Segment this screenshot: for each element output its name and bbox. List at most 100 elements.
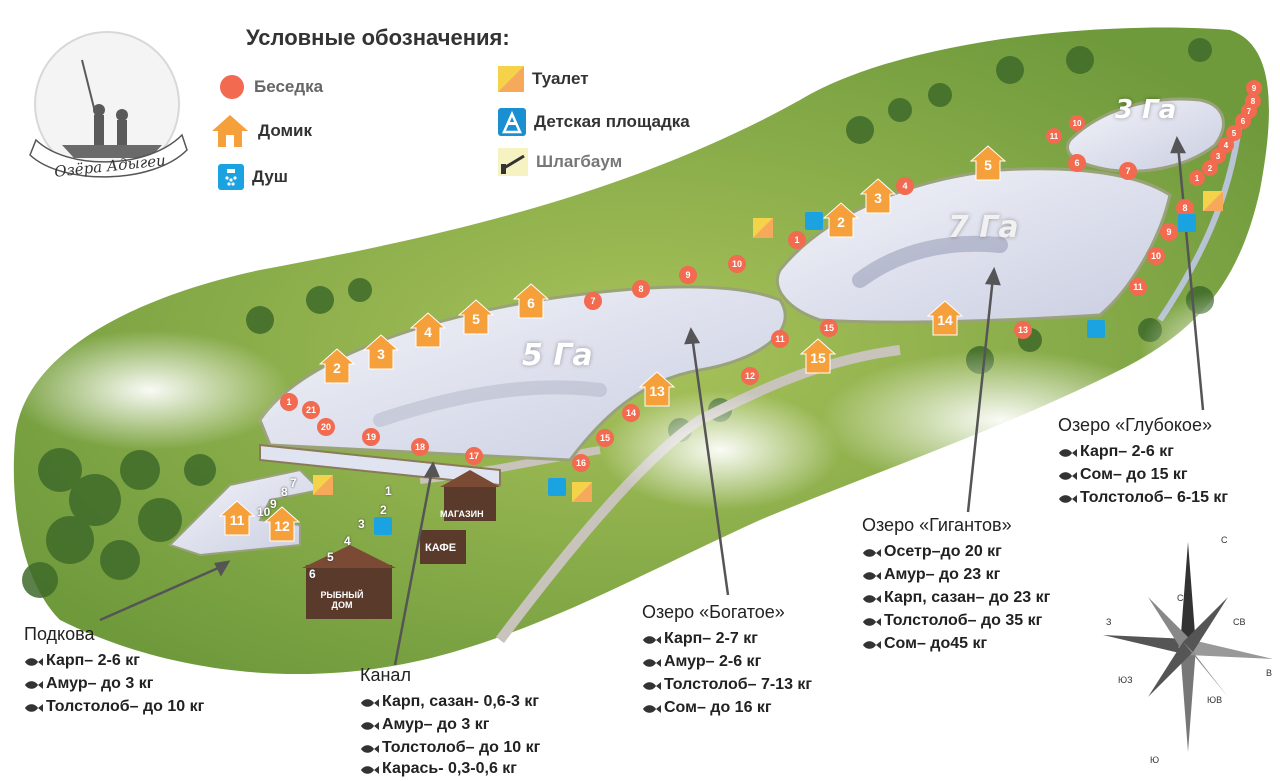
house-number: 11 xyxy=(229,512,245,528)
info-podkova: Подкова Карп– 2-6 кг Амур– до 3 кг Толст… xyxy=(24,624,204,718)
legend-item-toilet: Туалет xyxy=(498,66,589,92)
house-number: 2 xyxy=(333,360,341,376)
compass-southwest: ЮЗ xyxy=(1118,675,1133,685)
fish-icon xyxy=(862,569,882,581)
playground-icon xyxy=(498,108,526,136)
gazebo-marker: 21 xyxy=(302,401,320,419)
shop-label: МАГАЗИН xyxy=(440,509,484,519)
compass-rose: С Ю В З СВ СЗ ЮВ ЮЗ xyxy=(1100,535,1280,765)
gazebo-marker: 6 xyxy=(1068,154,1086,172)
fish-house-label: РЫБНЫЙ ДОМ xyxy=(320,590,364,610)
info-title: Подкова xyxy=(24,624,95,644)
info-glubokoe: Озеро «Глубокое» Карп– 2-6 кг Сом– до 15… xyxy=(1058,415,1228,509)
house-number: 5 xyxy=(472,311,480,327)
canal-point-label: 6 xyxy=(309,567,316,581)
gazebo-marker: 11 xyxy=(1046,128,1062,144)
shower-icon xyxy=(374,517,392,535)
fish-icon xyxy=(642,656,662,668)
house-number: 2 xyxy=(837,214,845,230)
fish-row: Карп, сазан– до 23 кг xyxy=(862,586,1050,609)
pointer-lines xyxy=(99,136,1205,666)
house-marker: 2 xyxy=(318,348,356,384)
fish-row: Амур– до 3 кг xyxy=(360,713,540,736)
canal-point-label: 8 xyxy=(281,485,288,499)
fish-icon xyxy=(862,615,882,627)
compass-south: Ю xyxy=(1150,755,1160,765)
info-bogatoe: Озеро «Богатое» Карп– 2-7 кг Амур– 2-6 к… xyxy=(642,602,812,719)
compass-northeast: СВ xyxy=(1233,617,1246,627)
fish-row: Толстолоб– 7-13 кг xyxy=(642,673,812,696)
fish-icon xyxy=(1058,469,1078,481)
info-gigantov: Озеро «Гигантов» Осетр–до 20 кг Амур– до… xyxy=(862,515,1050,655)
fish-row: Амур– 2-6 кг xyxy=(642,650,812,673)
legend-item-house: Домик xyxy=(210,113,312,149)
gazebo-marker: 1 xyxy=(1189,170,1205,186)
gazebo-marker: 18 xyxy=(411,438,429,456)
info-title: Озеро «Богатое» xyxy=(642,602,785,622)
info-kanal: Канал Карп, сазан- 0,6-3 кг Амур– до 3 к… xyxy=(360,665,540,779)
canal xyxy=(259,443,501,487)
lake-area-label: 7 Га xyxy=(948,210,1019,245)
fish-row: Толстолоб– до 10 кг xyxy=(360,736,540,759)
gazebo-marker: 9 xyxy=(1246,80,1262,96)
gazebo-marker: 8 xyxy=(632,280,650,298)
canal-point-label: 9 xyxy=(270,497,277,511)
info-title: Озеро «Гигантов» xyxy=(862,515,1012,535)
house-marker: 3 xyxy=(859,178,897,214)
house-number: 12 xyxy=(274,518,290,534)
house-number: 3 xyxy=(377,346,385,362)
house-marker: 5 xyxy=(969,145,1007,181)
canal-point-label: 1 xyxy=(385,484,392,498)
lake-area-label: 5 Га xyxy=(522,338,593,373)
fish-icon xyxy=(360,719,380,731)
house-marker: 5 xyxy=(457,299,495,335)
toilet-icon xyxy=(498,66,524,92)
gazebo-marker: 7 xyxy=(584,292,602,310)
gazebo-marker: 15 xyxy=(820,319,838,337)
gazebo-marker: 19 xyxy=(362,428,380,446)
fish-house-building xyxy=(302,545,396,619)
barrier-icon xyxy=(498,148,528,176)
gazebo-marker: 4 xyxy=(896,177,914,195)
house-marker: 11 xyxy=(218,500,256,536)
canal-point-label: 2 xyxy=(380,503,387,517)
gazebo-marker: 14 xyxy=(622,404,640,422)
fish-icon xyxy=(1058,492,1078,504)
house-number: 4 xyxy=(424,324,432,340)
compass-northwest: СЗ xyxy=(1177,593,1189,603)
gazebo-marker: 12 xyxy=(741,367,759,385)
shop-building xyxy=(440,470,500,521)
fish-row: Сом– до 16 кг xyxy=(642,696,812,719)
fish-row: Толстолоб– до 10 кг xyxy=(24,695,204,718)
fish-row: Сом– до45 кг xyxy=(862,632,1050,655)
house-marker: 6 xyxy=(512,283,550,319)
shower-icon xyxy=(805,212,823,230)
canal-point-label: 7 xyxy=(290,476,297,490)
house-number: 5 xyxy=(984,157,992,173)
fish-icon xyxy=(862,546,882,558)
logo-emblem-icon xyxy=(29,31,188,178)
fish-icon xyxy=(24,701,44,713)
fish-row: Сом– до 15 кг xyxy=(1058,463,1228,486)
fish-row: Толстолоб– до 35 кг xyxy=(862,609,1050,632)
fish-row: Толстолоб– 6-15 кг xyxy=(1058,486,1228,509)
house-marker: 2 xyxy=(822,202,860,238)
fish-icon xyxy=(1058,446,1078,458)
fish-icon xyxy=(862,592,882,604)
house-marker: 4 xyxy=(409,312,447,348)
legend-item-barrier: Шлагбаум xyxy=(498,148,622,176)
compass-icon xyxy=(1103,542,1273,752)
compass-north: С xyxy=(1221,535,1228,545)
fish-icon xyxy=(360,763,380,775)
fish-icon xyxy=(642,679,662,691)
shower-icon xyxy=(1087,320,1105,338)
gazebo-marker: 9 xyxy=(1160,223,1178,241)
canal-point-label: 10 xyxy=(257,505,271,519)
gazebo-marker: 17 xyxy=(465,447,483,465)
house-marker: 14 xyxy=(926,300,964,336)
logo: Озёра Адыгеи xyxy=(22,20,192,188)
canal-point-label: 4 xyxy=(344,534,351,548)
fish-row: Карп, сазан- 0,6-3 кг xyxy=(360,690,540,713)
gazebo-marker: 10 xyxy=(1069,115,1085,131)
